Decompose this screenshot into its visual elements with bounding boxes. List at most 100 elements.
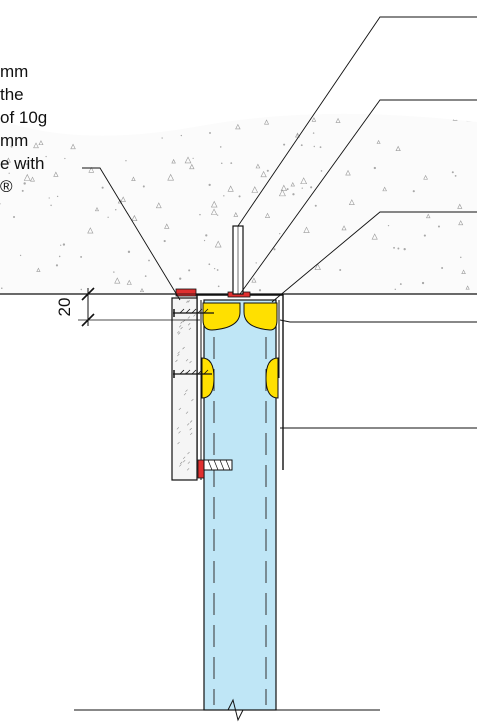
aggregate-dot <box>115 209 117 211</box>
batten-grain-mark <box>187 323 191 326</box>
note-line-5: e with <box>0 154 45 173</box>
concrete-slab <box>0 113 477 295</box>
batten-grain-mark <box>191 398 194 402</box>
aggregate-mark <box>227 185 234 192</box>
batten-grain-mark <box>179 464 182 467</box>
aggregate-mark <box>164 223 170 229</box>
batten-grain-mark <box>180 326 183 330</box>
aggregate-mark <box>189 163 195 170</box>
batten-grain-mark <box>188 327 192 331</box>
timber-batten <box>171 297 198 481</box>
aggregate-dot <box>203 239 206 242</box>
aggregate-mark <box>345 169 351 176</box>
aggregate-dot <box>125 160 127 162</box>
aggregate-dot <box>300 144 303 147</box>
aggregate-mark <box>157 118 164 126</box>
aggregate-mark <box>30 176 35 182</box>
aggregate-dot <box>101 186 104 189</box>
batten-grain-mark <box>187 316 191 319</box>
batten-grain-mark <box>175 359 178 363</box>
aggregate-dot <box>437 225 440 228</box>
aggregate-mark <box>466 115 473 122</box>
glazing-bead-seal-right <box>265 357 279 399</box>
aggregate-mark <box>303 226 310 233</box>
aggregate-dot <box>192 157 194 160</box>
aggregate-dot <box>208 183 211 187</box>
batten-grain-mark <box>177 332 181 335</box>
aggregate-dot <box>423 234 426 237</box>
aggregate-dot <box>255 262 257 264</box>
aggregate-dot <box>454 174 457 177</box>
intumescent-seal-top-left <box>202 302 241 331</box>
batten-grain-mark <box>180 461 183 465</box>
aggregate-dot <box>393 246 395 249</box>
aggregate-mark <box>5 157 11 163</box>
aggregate-dot <box>373 166 376 170</box>
aggregate-dot <box>319 146 322 149</box>
note-line-4: mm <box>0 131 29 150</box>
aggregate-dot <box>0 203 1 205</box>
aggregate-dot <box>78 119 81 122</box>
aggregate-dot <box>397 247 400 250</box>
batten-grain-mark <box>182 346 185 350</box>
batten-grain-mark <box>189 427 192 431</box>
batten-grain-mark <box>183 392 187 396</box>
aggregate-mark <box>33 142 39 149</box>
aggregate-mark <box>376 139 381 144</box>
aggregate-dot <box>301 187 303 189</box>
aggregate-dot <box>107 216 109 218</box>
aggregate-dot <box>403 248 406 251</box>
aggregate-mark <box>264 212 271 218</box>
aggregate-dot <box>313 145 315 148</box>
aggregate-dot <box>188 269 191 272</box>
aggregate-mark <box>290 181 295 187</box>
leader-seal <box>271 211 477 303</box>
aggregate-dot <box>80 288 83 291</box>
aggregate-dot <box>26 163 29 166</box>
aggregate-dot <box>320 170 323 172</box>
aggregate-dot <box>217 285 220 288</box>
aggregate-mark <box>395 145 401 151</box>
screw-upper <box>173 308 214 317</box>
aggregate-dot <box>205 234 208 237</box>
batten-grain-mark <box>187 300 190 303</box>
aggregate-mark <box>214 240 222 248</box>
note-line-6: ® <box>0 177 13 196</box>
aggregate-mark <box>171 158 176 164</box>
dimension-label: 20 <box>55 298 74 317</box>
aggregate-dot <box>19 254 22 257</box>
batten-grain-mark <box>178 431 181 434</box>
batten-grain-mark <box>178 325 182 328</box>
aggregate-dot <box>312 132 315 134</box>
aggregate-dot <box>179 277 182 280</box>
aggregate-dot <box>387 225 390 227</box>
batten-grain-mark <box>177 351 180 354</box>
aggregate-dot <box>213 267 216 270</box>
aggregate-dot <box>223 195 225 197</box>
aggregate-mark <box>423 174 428 180</box>
aggregate-mark <box>79 122 85 127</box>
aggregate-dot <box>127 250 131 254</box>
aggregate-dot <box>230 162 233 165</box>
aggregate-dot <box>273 248 276 251</box>
aggregate-dot <box>23 182 26 185</box>
batten-grain-mark <box>185 389 188 392</box>
aggregate-dot <box>279 233 281 235</box>
aggregate-mark <box>371 233 378 240</box>
aggregate-mark <box>314 263 321 270</box>
aggregate-mark <box>120 196 126 202</box>
concrete-aggregate-hatch <box>0 115 473 293</box>
aggregate-mark <box>126 279 132 285</box>
intumescent-seal-top-right <box>243 302 278 331</box>
leader-anchor-bolt <box>237 16 477 227</box>
aggregate-dot <box>286 188 289 191</box>
aggregate-mark <box>461 269 466 274</box>
aggregate-dot <box>199 213 201 216</box>
aggregate-dot <box>314 204 317 207</box>
aggregate-mark <box>167 173 175 181</box>
batten-grain-mark <box>176 427 180 430</box>
aggregate-mark <box>184 156 192 164</box>
batten-grain-mark <box>190 432 193 436</box>
leader-channel <box>279 319 477 323</box>
aggregate-dot <box>421 281 425 285</box>
